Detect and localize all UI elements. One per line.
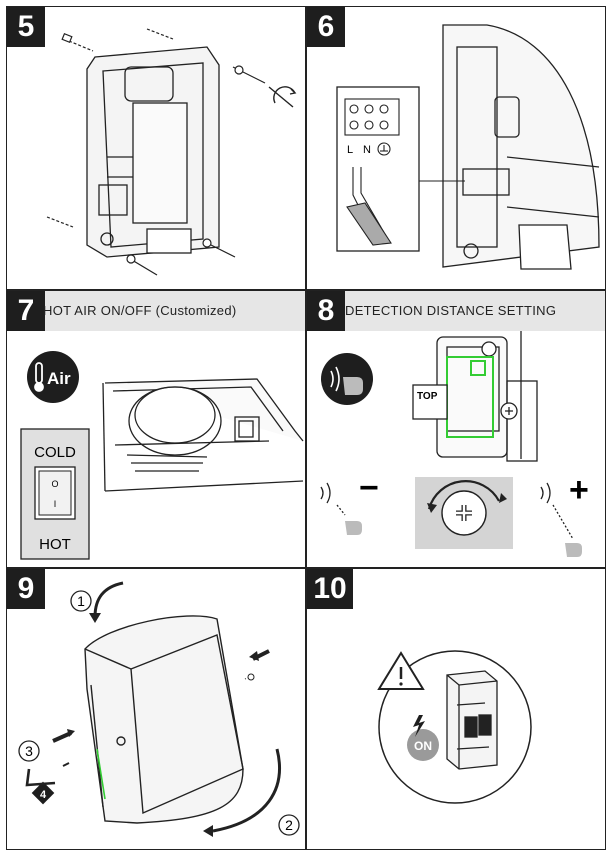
step-7-panel: 7 HOT AIR ON/OFF (Customized) Air COLD O… (6, 290, 306, 568)
step-number: 6 (307, 7, 345, 47)
plus-sign: + (569, 471, 589, 509)
wiring-illustration: L N (336, 24, 600, 270)
step-number: 9 (7, 569, 45, 609)
switch-mark-i: I (54, 499, 57, 509)
title-bar (7, 291, 305, 331)
step-3-label: 3 (25, 743, 33, 759)
step-1-label: 1 (77, 593, 85, 609)
step-number: 7 (7, 291, 45, 331)
screwdriver-icon (268, 86, 297, 108)
switch-top-label: COLD (34, 444, 76, 461)
air-label: Air (47, 369, 71, 388)
lightning-icon (413, 715, 425, 737)
cover-fitting-illustration: 1 2 3 4 (18, 581, 300, 837)
detection-illustration: TOP − + (320, 331, 589, 557)
panel-title: DETECTION DISTANCE SETTING (345, 303, 557, 318)
step-5-panel: 5 (6, 6, 306, 290)
screw-icon (46, 28, 266, 276)
panel-title: HOT AIR ON/OFF (Customized) (43, 303, 237, 318)
hot-air-illustration: Air COLD O I HOT (20, 351, 304, 560)
switch-bottom-label: HOT (39, 536, 71, 553)
terminal-label-n: N (363, 144, 371, 156)
step-2-label: 2 (285, 817, 293, 833)
power-on-illustration: ON (377, 650, 532, 804)
allen-key-icon (25, 768, 56, 787)
earth-icon (377, 142, 391, 156)
switch-mark-o: O (51, 479, 58, 489)
step-8-panel: 8 DETECTION DISTANCE SETTING TOP − + (306, 290, 606, 568)
highlight-dial (470, 360, 486, 376)
step-number: 8 (307, 291, 345, 331)
mounting-illustration (46, 28, 297, 276)
step-6-panel: 6 L N (306, 6, 606, 290)
thermometer-icon (34, 362, 44, 392)
terminal-label-l: L (347, 144, 353, 156)
step-number: 5 (7, 7, 45, 47)
step-number: 10 (307, 569, 353, 609)
top-label: TOP (417, 391, 438, 402)
minus-sign: − (359, 469, 379, 507)
step-circles (18, 590, 300, 836)
step-9-panel: 9 1 2 3 4 (6, 568, 306, 850)
step-10-panel: 10 ON (306, 568, 606, 850)
title-bar (307, 291, 605, 331)
step-4-label: 4 (40, 789, 47, 801)
on-label: ON (414, 739, 432, 753)
